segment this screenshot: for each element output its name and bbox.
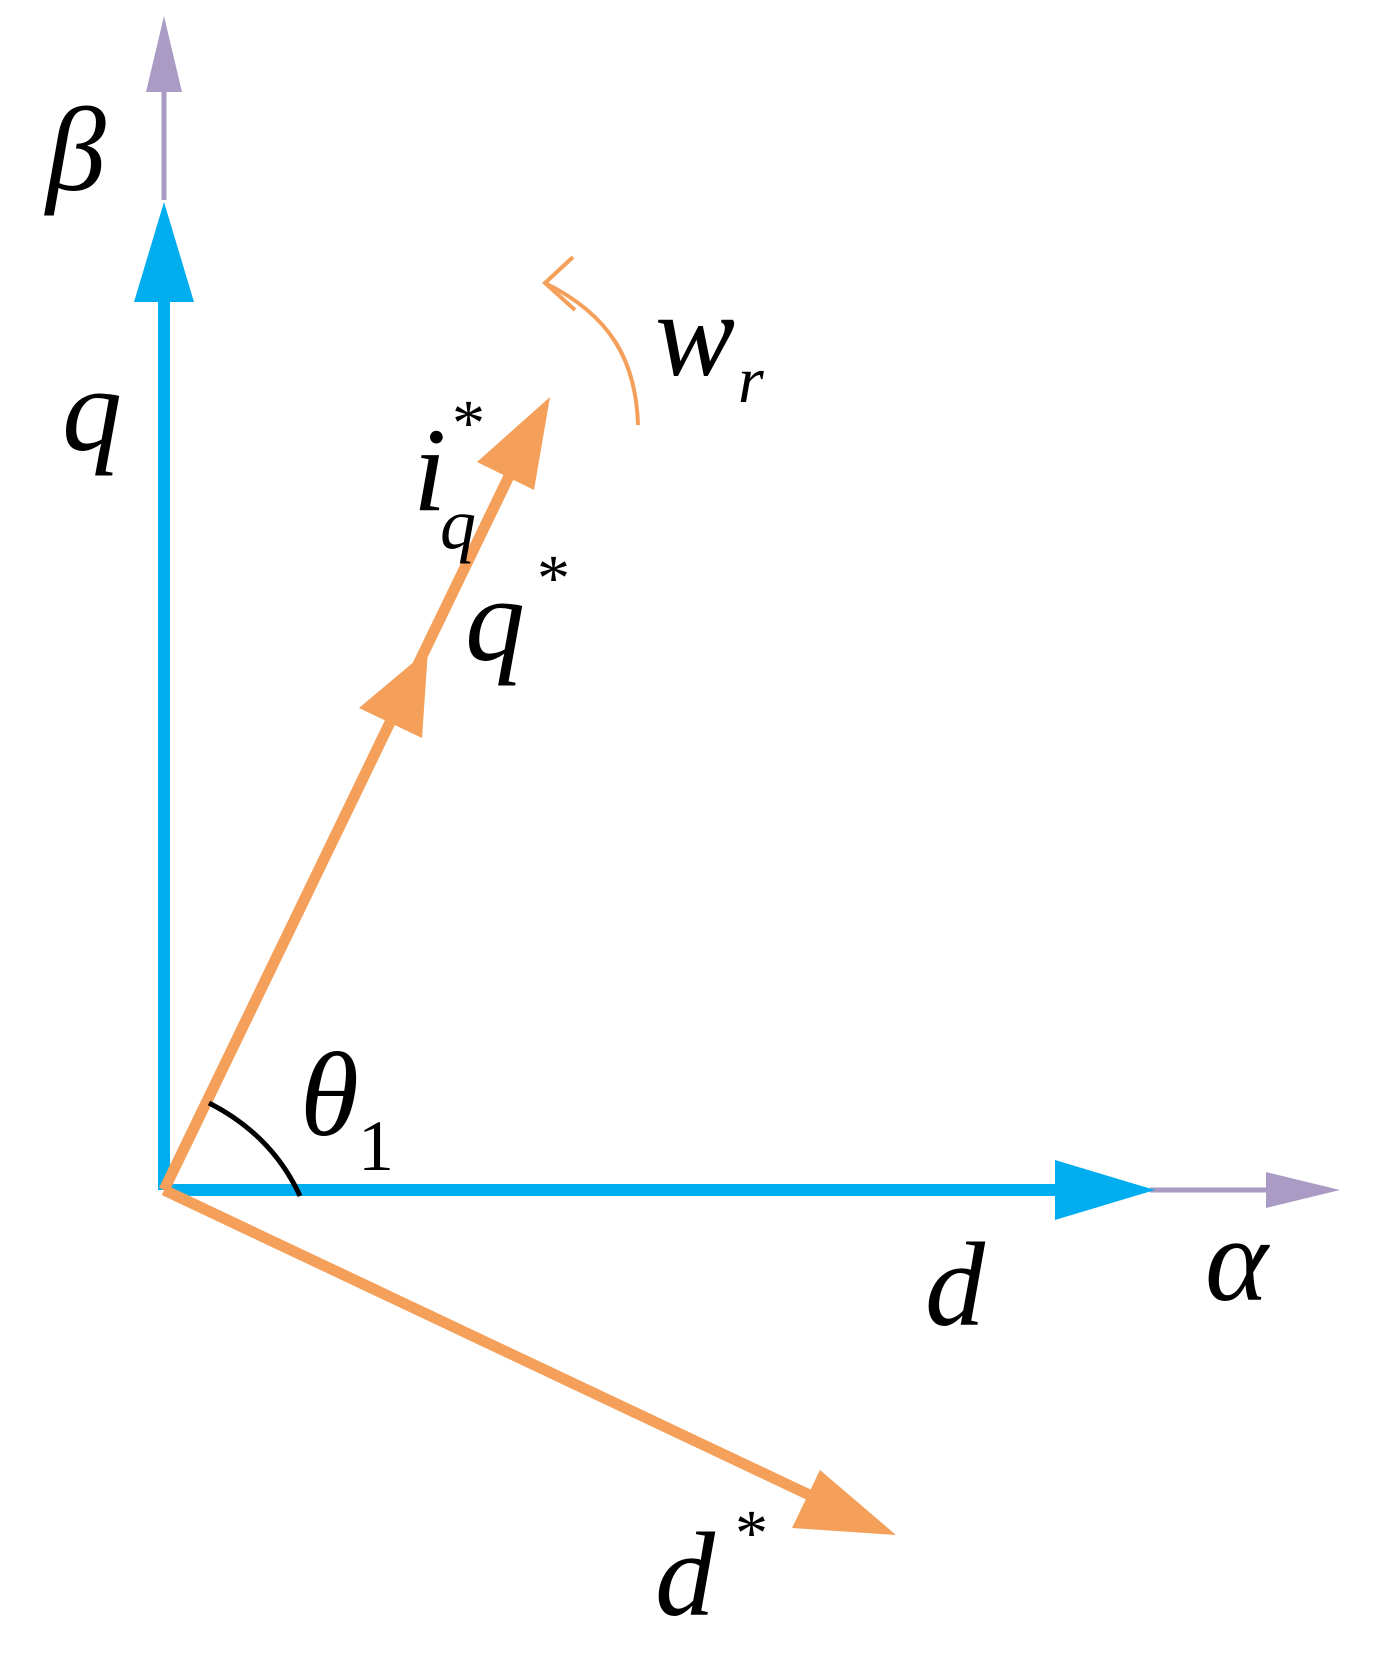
q-star-label: q [465, 553, 525, 686]
beta-label: β [44, 83, 106, 216]
alpha-label: α [1205, 1193, 1270, 1326]
alpha-arrowhead [1266, 1172, 1340, 1208]
reference-frame-vectors [159, 397, 896, 1535]
q-star-axis-line [159, 467, 517, 1193]
rotation-arc [544, 281, 640, 426]
d-star-label: d [655, 1508, 716, 1641]
q-star-superscript: * [537, 542, 570, 615]
q-arrowhead [134, 202, 194, 302]
iq-star-arrowhead [477, 397, 550, 490]
d-star-superscript: * [735, 1497, 768, 1570]
theta-angle-arc [207, 1100, 303, 1198]
d-arrowhead [1055, 1160, 1155, 1220]
d-star-arrowhead [792, 1470, 896, 1535]
w-label: w [655, 268, 735, 401]
rotation-arrow [542, 255, 640, 426]
iq-star-subscript: q [440, 484, 476, 564]
beta-arrowhead [146, 16, 182, 92]
iq-star-label: i [413, 403, 446, 536]
alpha-beta-axes [146, 16, 1340, 1208]
w-subscript: r [738, 344, 764, 417]
theta-subscript: 1 [358, 1106, 394, 1186]
theta-label: θ [300, 1028, 359, 1161]
q-label: q [62, 343, 122, 476]
rotation-arrowhead [542, 255, 577, 312]
q-star-arrowhead [359, 650, 428, 738]
d-label: d [925, 1218, 986, 1351]
d-q-axes [134, 202, 1155, 1220]
d-star-axis-line [161, 1185, 823, 1505]
iq-star-superscript: * [452, 387, 485, 460]
